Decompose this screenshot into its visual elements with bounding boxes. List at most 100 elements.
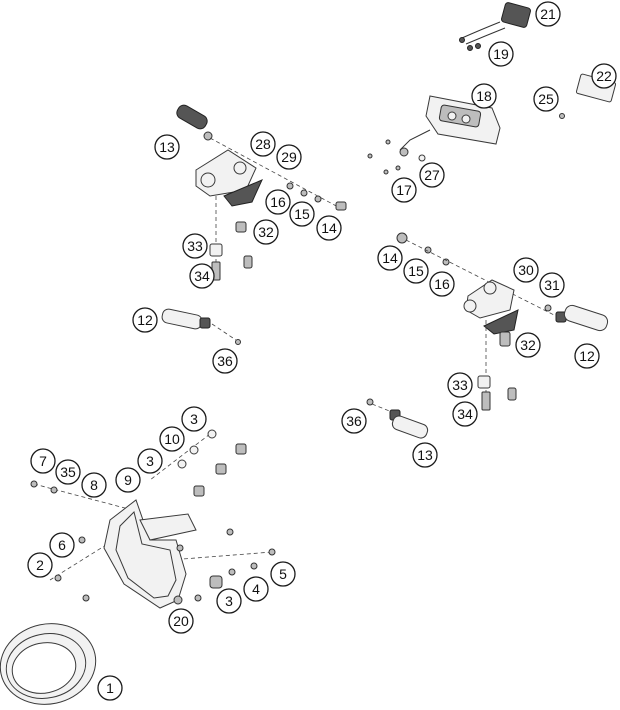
callout-36: 36 [212, 348, 238, 374]
callout-circle [154, 134, 180, 160]
callout-10: 10 [159, 426, 185, 452]
callout-circle [391, 177, 417, 203]
callout-number: 17 [396, 182, 412, 198]
callout-circle [115, 467, 141, 493]
callout-circle [591, 63, 617, 89]
callout-circle [412, 442, 438, 468]
callout-34: 34 [452, 401, 478, 427]
tail-light-housing [367, 95, 501, 175]
callout-circle [132, 307, 158, 333]
callout-36: 36 [341, 408, 367, 434]
callout-circle [574, 343, 600, 369]
callout-number: 12 [579, 348, 595, 364]
callout-circle [216, 588, 242, 614]
callout-circle [212, 348, 238, 374]
callout-number: 14 [382, 250, 398, 266]
callout-circle [49, 532, 75, 558]
callout-number: 6 [58, 537, 66, 553]
callout-16: 16 [265, 189, 291, 215]
callout-number: 18 [476, 88, 492, 104]
callout-3: 3 [181, 406, 207, 432]
headlight-bracket [30, 429, 276, 609]
callout-3: 3 [216, 588, 242, 614]
callout-31: 31 [539, 272, 565, 298]
callout-number: 32 [520, 337, 536, 353]
callout-circle [27, 552, 53, 578]
callout-number: 22 [596, 68, 612, 84]
callout-30: 30 [513, 257, 539, 283]
callout-15: 15 [289, 201, 315, 227]
callout-number: 12 [137, 312, 153, 328]
callout-number: 2 [36, 557, 44, 573]
callout-28: 28 [250, 131, 276, 157]
callout-circle [253, 219, 279, 245]
callout-number: 5 [279, 566, 287, 582]
callout-circle [341, 408, 367, 434]
callout-number: 13 [417, 447, 433, 463]
callout-4: 4 [243, 576, 269, 602]
callout-circle [515, 332, 541, 358]
callout-circle [270, 561, 296, 587]
callout-circle [265, 189, 291, 215]
callout-number: 32 [258, 224, 274, 240]
callout-32: 32 [515, 332, 541, 358]
callout-number: 19 [493, 46, 509, 62]
callout-number: 10 [164, 431, 180, 447]
callout-circle [533, 86, 559, 112]
callout-18: 18 [471, 83, 497, 109]
callout-19: 19 [488, 41, 514, 67]
callout-circle [181, 406, 207, 432]
callout-20: 20 [168, 608, 194, 634]
callout-number: 34 [194, 268, 210, 284]
callout-number: 13 [159, 139, 175, 155]
callout-number: 7 [39, 453, 47, 469]
callout-14: 14 [316, 215, 342, 241]
callout-12: 12 [132, 307, 158, 333]
callout-circle [137, 448, 163, 474]
callout-number: 33 [452, 377, 468, 393]
callout-34: 34 [189, 263, 215, 289]
callout-circle [276, 144, 302, 170]
callout-number: 29 [281, 149, 297, 165]
callout-5: 5 [270, 561, 296, 587]
callout-number: 4 [252, 581, 260, 597]
callout-32: 32 [253, 219, 279, 245]
callout-21: 21 [535, 1, 561, 27]
callout-circle [535, 1, 561, 27]
callout-number: 9 [124, 472, 132, 488]
callout-circle [189, 263, 215, 289]
callout-number: 28 [255, 136, 271, 152]
callout-circle [81, 472, 107, 498]
callout-17: 17 [391, 177, 417, 203]
callout-circle [488, 41, 514, 67]
callout-number: 27 [424, 167, 440, 183]
callout-circle [447, 372, 473, 398]
callout-circle [429, 271, 455, 297]
callout-number: 15 [294, 206, 310, 222]
callout-circle [513, 257, 539, 283]
callout-22: 22 [591, 63, 617, 89]
callout-14: 14 [377, 245, 403, 271]
callout-number: 36 [346, 413, 362, 429]
callout-25: 25 [533, 86, 559, 112]
callout-6: 6 [49, 532, 75, 558]
callout-number: 25 [538, 91, 554, 107]
callout-circle [30, 448, 56, 474]
callout-circle [250, 131, 276, 157]
callout-16: 16 [429, 271, 455, 297]
callout-15: 15 [403, 258, 429, 284]
callout-number: 14 [321, 220, 337, 236]
callout-number: 36 [217, 353, 233, 369]
callout-number: 31 [544, 277, 560, 293]
callout-circle [377, 245, 403, 271]
callout-number: 1 [106, 680, 114, 696]
callout-number: 16 [270, 194, 286, 210]
callout-2: 2 [27, 552, 53, 578]
callout-13: 13 [154, 134, 180, 160]
callout-7: 7 [30, 448, 56, 474]
callout-number: 3 [146, 453, 154, 469]
callout-number: 21 [540, 6, 556, 22]
callout-circle [243, 576, 269, 602]
callout-circle [539, 272, 565, 298]
